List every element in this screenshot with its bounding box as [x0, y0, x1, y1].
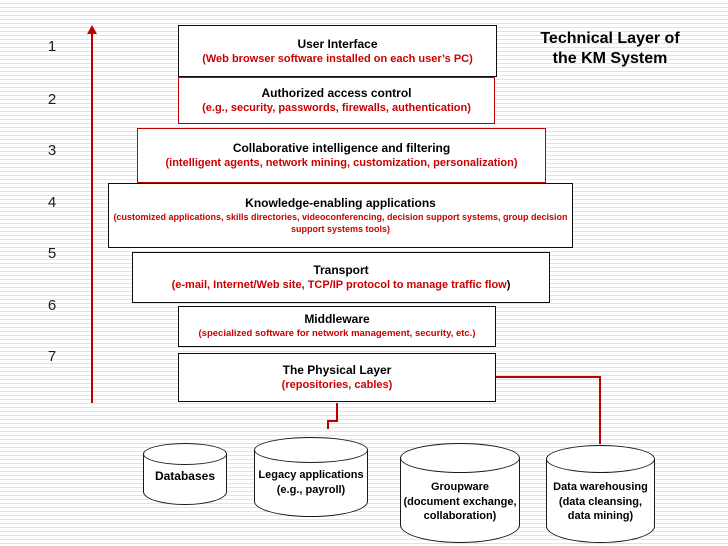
axis-number-7: 7: [47, 348, 57, 365]
layer-detail-text: (intelligent agents, network mining, cus…: [165, 157, 518, 169]
cylinder-databases: Databases: [143, 443, 227, 505]
cylinder-label: Legacy applications (e.g., payroll): [242, 468, 380, 497]
layer-title: Knowledge-enabling applications: [245, 196, 436, 210]
connector-physical-to-warehouse-horizontal: [496, 376, 601, 378]
cylinder-top-ellipse: [546, 445, 655, 473]
cylinder-label-line: Data warehousing: [553, 481, 648, 493]
layer-detail-text: (e.g., security, passwords, firewalls, a…: [202, 102, 471, 114]
cylinder-label-line: Databases: [154, 469, 216, 483]
layer-detail: (e-mail, Internet/Web site, TCP/IP proto…: [172, 278, 511, 292]
cylinder-groupware: Groupware (document exchange, collaborat…: [400, 443, 520, 543]
layer-detail-text: (customized applications, skills directo…: [113, 212, 568, 234]
layer-detail-text: (specialized software for network manage…: [198, 328, 476, 339]
axis-number-1: 1: [47, 38, 57, 55]
layer-box-user-interface: User Interface (Web browser software ins…: [178, 25, 497, 77]
page-title: Technical Layer of the KM System: [505, 29, 715, 69]
connector-physical-to-legacy-tail: [327, 420, 329, 429]
page-title-line1: Technical Layer of: [540, 30, 680, 47]
layer-box-middleware: Middleware (specialized software for net…: [178, 306, 496, 347]
layer-detail-text: (Web browser software installed on each …: [202, 52, 473, 65]
layer-box-knowledge-enabling-applications: Knowledge-enabling applications (customi…: [108, 183, 573, 248]
connector-physical-to-legacy-horizontal: [327, 420, 338, 422]
layer-detail-text: (e-mail, Internet/Web site, TCP/IP proto…: [171, 279, 507, 291]
cylinder-top-ellipse: [254, 437, 368, 463]
cylinder-label-line: Legacy applications: [258, 469, 364, 481]
layer-detail: (specialized software for network manage…: [199, 327, 476, 341]
layer-title: The Physical Layer: [282, 363, 392, 377]
cylinder-label-line: (document exchange,: [403, 495, 517, 508]
page-title-line2: the KM System: [552, 50, 668, 67]
layer-box-collaborative-intelligence: Collaborative intelligence and filtering…: [137, 128, 546, 183]
layer-detail-text: (repositories, cables): [281, 379, 393, 391]
cylinder-label-line: (e.g., payroll): [276, 483, 346, 496]
cylinder-body: [546, 459, 655, 543]
axis-number-5: 5: [47, 245, 57, 262]
layer-title: Transport: [313, 263, 369, 277]
layer-detail: (intelligent agents, network mining, cus…: [165, 156, 517, 170]
layer-detail: (customized applications, skills directo…: [113, 211, 569, 235]
cylinder-label-line: (data cleansing,: [558, 495, 643, 508]
cylinder-label-line: collaboration): [423, 510, 497, 522]
cylinder-top-ellipse: [400, 443, 520, 473]
cylinder-label-line: data mining): [567, 510, 634, 522]
axis-arrow-line: [91, 33, 93, 403]
layer-title: Middleware: [304, 312, 370, 326]
layer-box-physical-layer: The Physical Layer (repositories, cables…: [178, 353, 496, 402]
layer-detail: (Web browser software installed on each …: [202, 52, 473, 66]
layer-box-transport: Transport (e-mail, Internet/Web site, TC…: [132, 252, 550, 303]
cylinder-label: Groupware (document exchange, collaborat…: [388, 480, 532, 524]
layer-detail: (e.g., security, passwords, firewalls, a…: [202, 101, 471, 115]
axis-number-2: 2: [47, 91, 57, 108]
layer-title: Collaborative intelligence and filtering: [232, 141, 451, 155]
cylinder-top-ellipse: [143, 443, 227, 465]
axis-number-4: 4: [47, 194, 57, 211]
connector-physical-to-warehouse-vertical: [599, 376, 601, 444]
cylinder-label: Data warehousing (data cleansing, data m…: [534, 480, 667, 524]
axis-arrow-up-icon: [87, 25, 97, 34]
layer-detail: (repositories, cables): [282, 378, 393, 392]
cylinder-label-line: Groupware: [430, 481, 490, 493]
cylinder-legacy-applications: Legacy applications (e.g., payroll): [254, 437, 368, 517]
axis-number-6: 6: [47, 297, 57, 314]
cylinder-label: Databases: [131, 469, 239, 484]
layer-box-authorized-access-control: Authorized access control (e.g., securit…: [178, 77, 495, 124]
connector-physical-to-legacy-vertical: [336, 403, 338, 422]
axis-number-3: 3: [47, 142, 57, 159]
cylinder-data-warehousing: Data warehousing (data cleansing, data m…: [546, 445, 655, 543]
layer-detail-suffix: ): [506, 279, 511, 291]
layer-title: Authorized access control: [261, 86, 412, 100]
layer-title: User Interface: [297, 36, 378, 51]
